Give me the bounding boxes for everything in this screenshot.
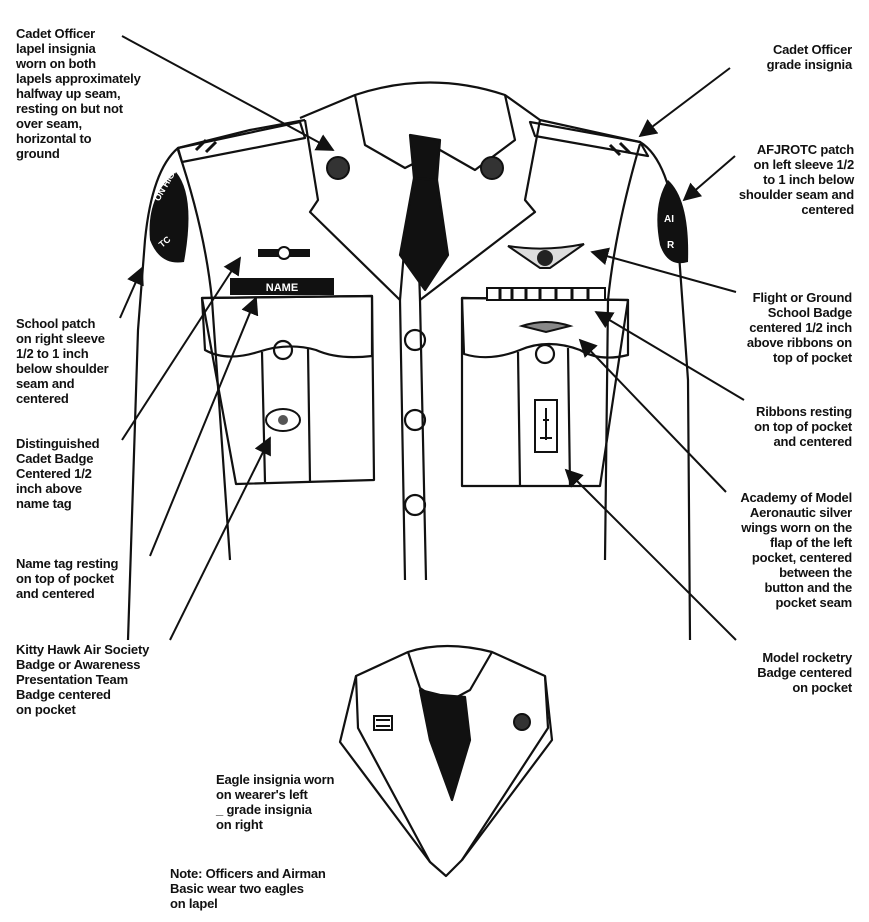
- tie-knot: [408, 133, 442, 182]
- right-epaulet: [176, 120, 307, 164]
- eagle-insignia-icon: [373, 713, 531, 731]
- shirt: [126, 81, 692, 641]
- afjrotc-patch-icon: AI R: [657, 180, 689, 264]
- right-lapel: [303, 119, 407, 302]
- arrow-afjrotc: [682, 155, 736, 202]
- ama-wings-icon: [518, 321, 574, 334]
- arrow-nametag: [149, 296, 259, 557]
- label-kitty-hawk: Kitty Hawk Air Society Badge or Awarenes…: [16, 642, 150, 717]
- left-sleeve-seam: [603, 143, 642, 561]
- lapel-insignia-icon: [326, 156, 504, 180]
- label-name-tag: Name tag resting on top of pocket and ce…: [16, 556, 119, 601]
- name-tag-text: NAME: [266, 282, 298, 294]
- afjrotc-patch-text-2: R: [667, 240, 675, 251]
- tie: [398, 176, 450, 292]
- arrow-rocketry: [564, 468, 737, 641]
- afjrotc-patch-text: AI: [664, 214, 674, 225]
- label-ama-wings: Academy of Model Aeronautic silver wings…: [740, 490, 852, 610]
- left-pocket-flap: [460, 296, 630, 359]
- pocket-button: [534, 343, 556, 365]
- label-afjrotc-patch: AFJROTC patch on left sleeve 1/2 to 1 in…: [738, 142, 854, 217]
- callout-arrows: [119, 35, 745, 641]
- arrow-grade: [638, 67, 731, 138]
- button: [403, 493, 427, 517]
- arrow-distinguished: [121, 256, 241, 441]
- arrow-flight: [590, 247, 737, 293]
- button: [403, 408, 427, 432]
- right-pocket: [200, 294, 376, 486]
- arrow-kittyhawk: [169, 436, 271, 641]
- placket: [398, 299, 428, 581]
- label-flight-badge: Flight or Ground School Badge centered 1…: [746, 290, 852, 365]
- rocketry-badge-icon: [534, 399, 558, 453]
- right-pocket-flap: [200, 294, 374, 359]
- collar-inset: [338, 644, 554, 878]
- arrow-ribbons: [594, 311, 745, 401]
- kitty-hawk-badge-icon: [265, 408, 301, 432]
- ribbons-icon: [486, 287, 606, 301]
- label-eagle-insignia: Eagle insignia worn on wearer's left _ g…: [216, 772, 335, 832]
- distinguished-badge-icon: [258, 246, 310, 260]
- label-lapel-insignia: Cadet Officer lapel insignia worn on bot…: [16, 26, 141, 161]
- label-note: Note: Officers and Airman Basic wear two…: [170, 866, 326, 911]
- label-rocketry: Model rocketry Badge centered on pocket: [757, 650, 852, 695]
- right-sleeve-seam: [176, 149, 232, 561]
- grade-insignia-icon: [194, 138, 632, 157]
- left-epaulet: [528, 120, 650, 158]
- arrow-school: [119, 266, 144, 319]
- arrow-lapel: [121, 35, 335, 151]
- flight-badge-icon: [507, 243, 585, 269]
- label-school-patch: School patch on right sleeve 1/2 to 1 in…: [16, 316, 109, 406]
- label-distinguished-badge: Distinguished Cadet Badge Centered 1/2 i…: [16, 436, 100, 511]
- label-grade-insignia: Cadet Officer grade insignia: [766, 42, 853, 72]
- name-tag: NAME: [230, 278, 334, 295]
- school-patch-icon: ON HIGH TC: [149, 164, 189, 263]
- label-ribbons: Ribbons resting on top of pocket and cen…: [754, 404, 852, 449]
- arrow-ama: [578, 338, 727, 493]
- pocket-button: [272, 339, 294, 361]
- button: [403, 328, 427, 352]
